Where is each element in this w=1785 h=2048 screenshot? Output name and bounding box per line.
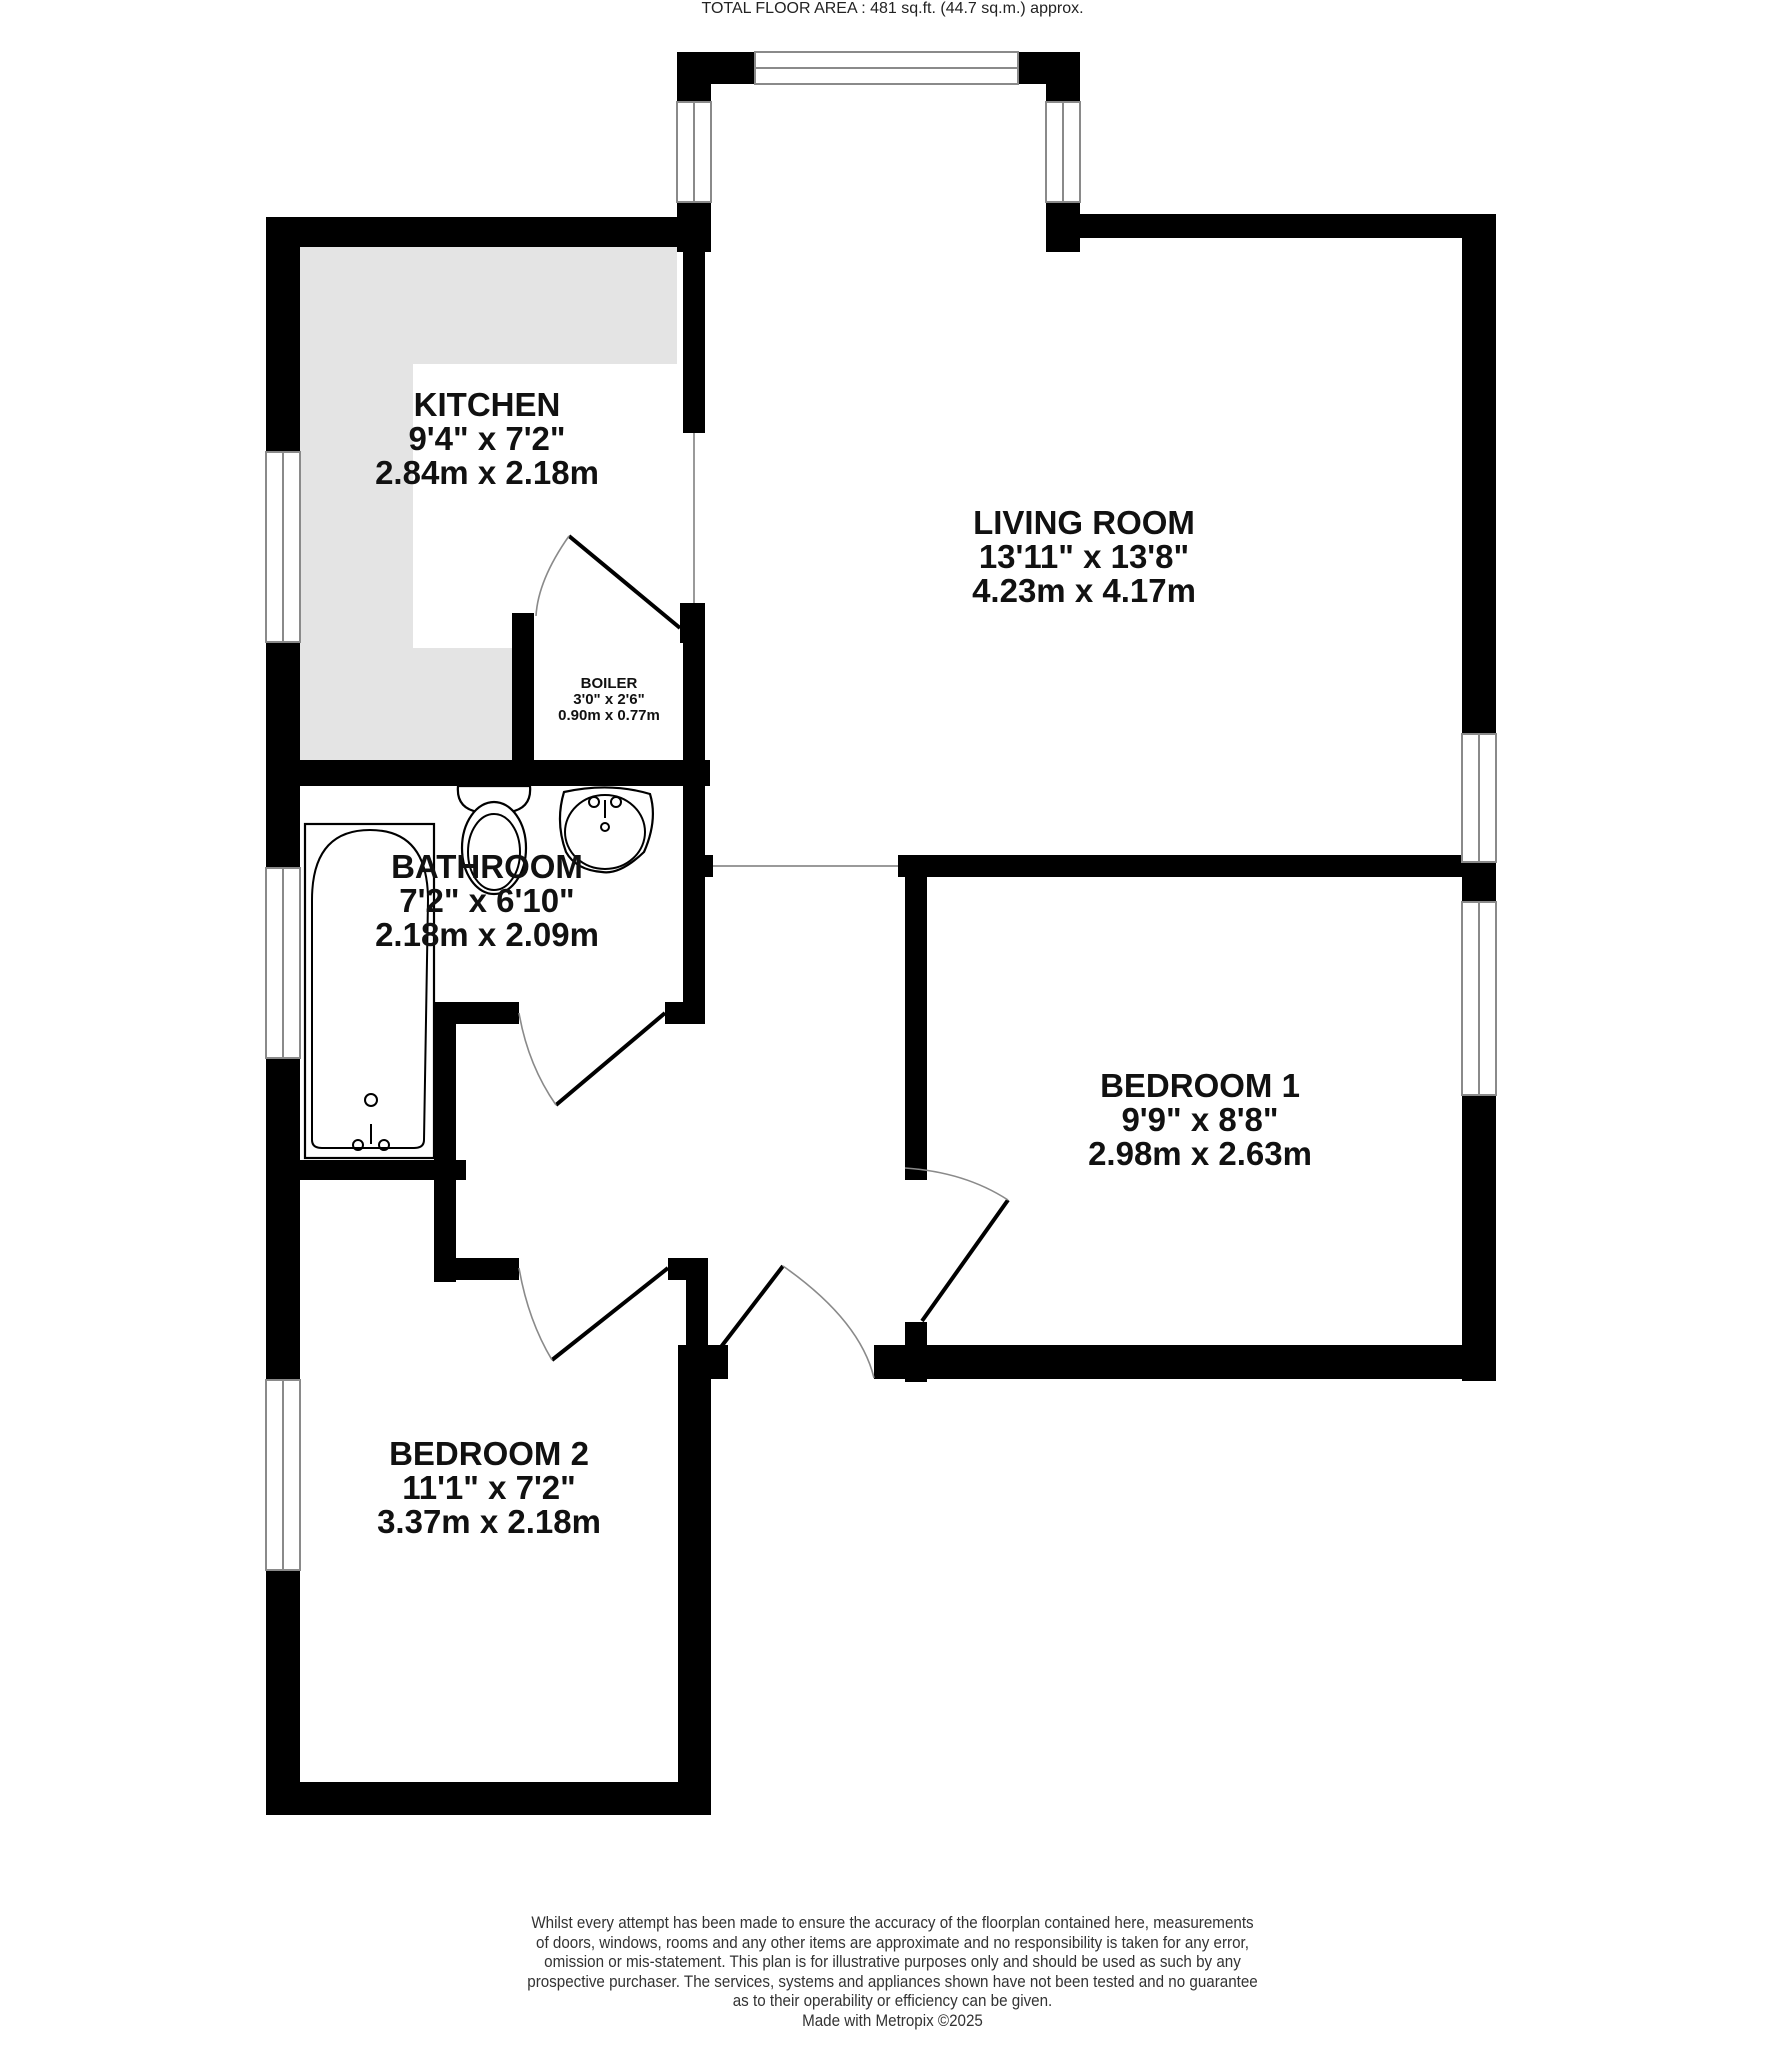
room-dim-metric: 4.23m x 4.17m	[972, 572, 1196, 609]
room-dim-metric: 2.18m x 2.09m	[375, 916, 599, 953]
wash-basin	[558, 786, 655, 874]
room-label-living-room: LIVING ROOM 13'11" x 13'8" 4.23m x 4.17m	[972, 506, 1196, 607]
window-bathroom	[265, 867, 301, 1059]
room-label-kitchen: KITCHEN 9'4" x 7'2" 2.84m x 2.18m	[375, 388, 599, 489]
room-dim-imperial: 3'0" x 2'6"	[573, 691, 645, 708]
room-name: BATHROOM	[391, 848, 583, 885]
room-name: BEDROOM 1	[1100, 1067, 1300, 1104]
walls	[266, 52, 1496, 1815]
window-bay-top	[754, 51, 1019, 85]
door-bedroom-1[interactable]	[904, 1167, 1010, 1323]
room-dim-imperial: 7'2" x 6'10"	[399, 882, 575, 919]
room-name: BEDROOM 2	[389, 1435, 589, 1472]
kitchen-worktop	[300, 246, 677, 760]
window-living-room	[1461, 733, 1497, 863]
door-boiler-cupboard[interactable]	[535, 534, 682, 630]
door-bathroom[interactable]	[518, 1011, 667, 1107]
room-dim-imperial: 9'9" x 8'8"	[1121, 1101, 1279, 1138]
room-dim-imperial: 11'1" x 7'2"	[402, 1469, 576, 1506]
toilet	[456, 784, 532, 896]
total-floor-area: TOTAL FLOOR AREA : 481 sq.ft. (44.7 sq.m…	[701, 0, 1084, 17]
door-bedroom-2[interactable]	[518, 1266, 670, 1362]
room-name: KITCHEN	[413, 386, 561, 423]
room-dim-metric: 2.98m x 2.63m	[1088, 1135, 1312, 1172]
window-bedroom-1	[1461, 901, 1497, 1096]
window-bay-right	[1045, 101, 1081, 203]
window-bay-left	[676, 101, 712, 203]
room-dim-imperial: 13'11" x 13'8"	[978, 538, 1190, 575]
room-dim-metric: 2.84m x 2.18m	[375, 454, 599, 491]
disclaimer-line: Whilst every attempt has been made to en…	[531, 1914, 1254, 1932]
bath-tub	[303, 822, 436, 1160]
door-entrance[interactable]	[709, 1264, 875, 1379]
room-label-boiler: BOILER 3'0" x 2'6" 0.90m x 0.77m	[558, 676, 660, 723]
room-dim-imperial: 9'4" x 7'2"	[408, 420, 566, 457]
room-dim-metric: 0.90m x 0.77m	[558, 707, 660, 724]
window-bedroom-2	[265, 1379, 301, 1571]
disclaimer-line: as to their operability or efficiency ca…	[732, 1992, 1053, 2010]
disclaimer: Whilst every attempt has been made to en…	[0, 1914, 1785, 2031]
disclaimer-line: prospective purchaser. The services, sys…	[527, 1972, 1258, 1991]
room-name: BOILER	[580, 675, 638, 692]
room-label-bedroom-1: BEDROOM 1 9'9" x 8'8" 2.98m x 2.63m	[1088, 1069, 1312, 1170]
room-label-bathroom: BATHROOM 7'2" x 6'10" 2.18m x 2.09m	[375, 850, 599, 951]
room-dim-metric: 3.37m x 2.18m	[377, 1503, 601, 1540]
disclaimer-line: omission or mis-statement. This plan is …	[544, 1953, 1241, 1971]
room-name: LIVING ROOM	[973, 504, 1195, 541]
window-kitchen	[265, 451, 301, 643]
room-label-bedroom-2: BEDROOM 2 11'1" x 7'2" 3.37m x 2.18m	[377, 1437, 601, 1538]
disclaimer-line: of doors, windows, rooms and any other i…	[536, 1933, 1249, 1952]
metropix-credit: Made with Metropix ©2025	[802, 2011, 983, 2030]
